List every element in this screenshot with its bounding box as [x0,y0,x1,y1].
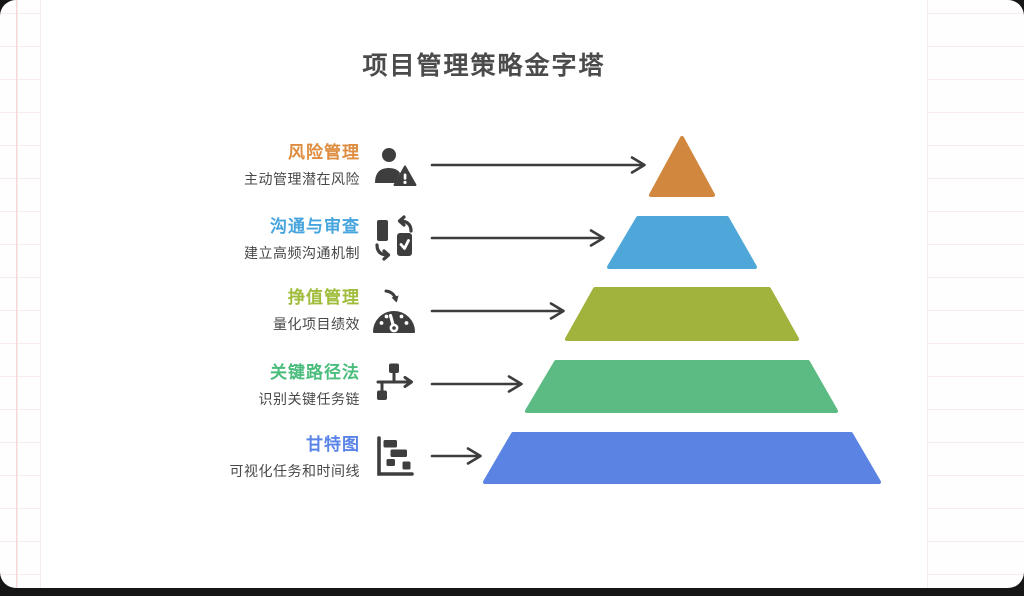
row-label: 甘特图 [306,435,360,454]
arrow-5 [430,447,482,465]
pyramid-row-earned-value: 挣值管理 量化项目绩效 [150,288,360,333]
device-sync-check-icon [370,214,418,262]
row-description: 主动管理潜在风险 [244,171,360,187]
gantt-chart-icon [370,433,418,481]
row-label: 沟通与审查 [270,217,360,236]
pyramid-level-2 [607,216,757,269]
content-card [40,0,928,588]
row-label: 挣值管理 [288,288,360,307]
pyramid-row-critical-path: 关键路径法 识别关键任务链 [150,363,360,408]
pyramid-row-gantt: 甘特图 可视化任务和时间线 [150,435,360,480]
row-label: 关键路径法 [270,363,360,382]
pyramid-level-3 [565,287,799,341]
page-title: 项目管理策略金字塔 [362,52,606,80]
row-label: 风险管理 [288,143,360,162]
row-description: 建立高频沟通机制 [244,245,360,261]
row-description: 识别关键任务链 [258,391,360,407]
arrow-1 [430,156,646,174]
pyramid-row-risk: 风险管理 主动管理潜在风险 [150,143,360,188]
pyramid [483,136,881,484]
arrow-2 [430,229,605,247]
user-alert-icon [370,142,418,190]
flow-network-icon [370,360,418,408]
arrow-3 [430,302,565,320]
pyramid-level-5 [483,432,881,484]
gauge-icon [370,287,418,335]
arrow-4 [430,375,523,393]
row-description: 量化项目绩效 [273,316,360,332]
row-description: 可视化任务和时间线 [229,463,360,479]
pyramid-level-1 [649,136,715,197]
pyramid-row-communication: 沟通与审查 建立高频沟通机制 [150,217,360,262]
pyramid-level-4 [525,360,838,413]
